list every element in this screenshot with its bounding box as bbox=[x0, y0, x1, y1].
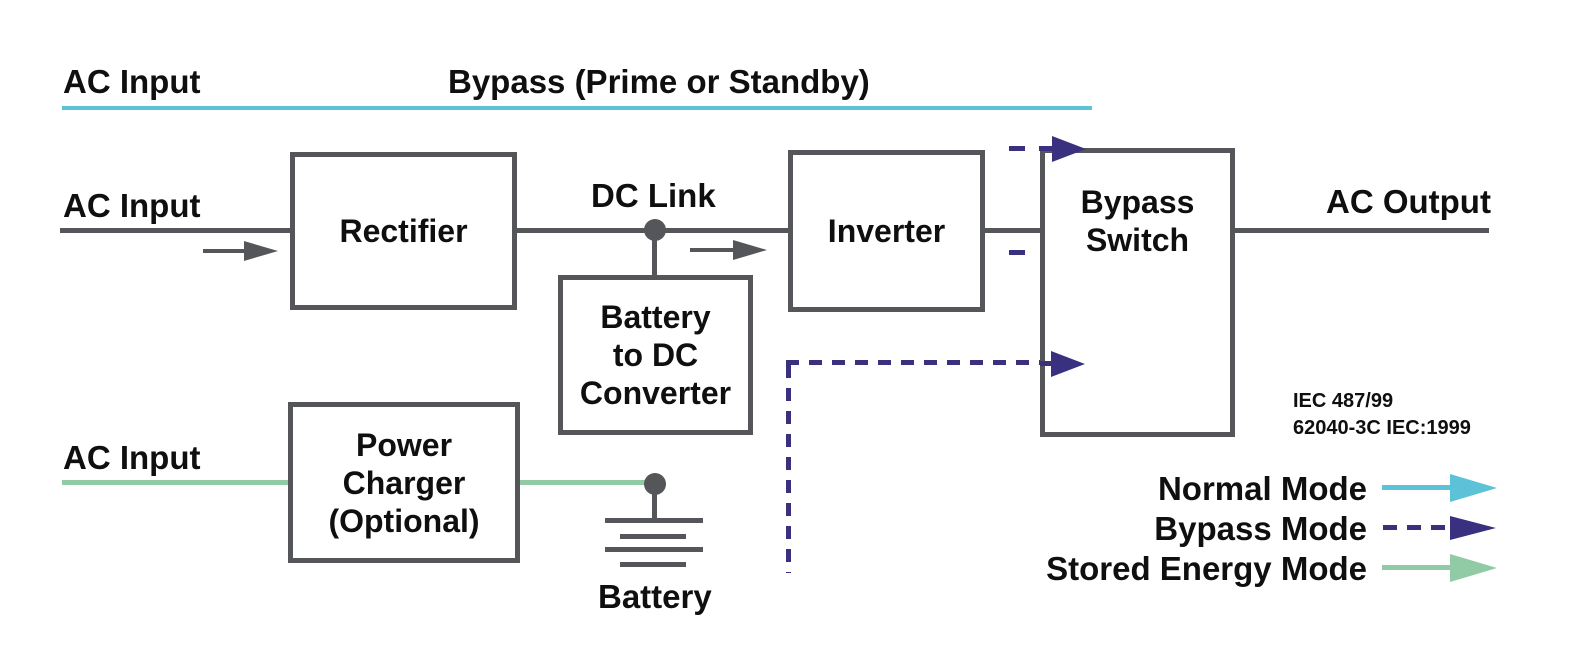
bypass-arrow-lower-icon bbox=[1051, 351, 1085, 377]
bypass-dash-top bbox=[1009, 146, 1025, 151]
ac-input-top-label: AC Input bbox=[63, 63, 201, 100]
bypass-switch-block: Bypass Switch bbox=[1040, 148, 1235, 437]
bypass-switch-label-line2: Switch bbox=[1085, 222, 1190, 258]
flow-arrow2-icon bbox=[733, 240, 767, 260]
standards-line2: 62040-3C IEC:1999 bbox=[1293, 417, 1471, 439]
dc-link-drop-wire bbox=[652, 230, 657, 277]
legend-label-bypass-mode: Bypass Mode bbox=[1154, 510, 1367, 547]
power-charger-label-line3: (Optional) bbox=[328, 502, 480, 539]
battery-converter-label-line1: Battery bbox=[600, 299, 711, 335]
bypass-arrow-lower-stub bbox=[1040, 361, 1052, 366]
legend-line-normal bbox=[1382, 485, 1452, 490]
flow-arrow2-shaft bbox=[690, 248, 734, 252]
battery-converter-label-line2: to DC bbox=[612, 337, 699, 373]
battery-symbol-line-3 bbox=[605, 547, 703, 552]
power-charger-label-line2: Charger bbox=[342, 464, 466, 501]
legend-dash-bypass-2 bbox=[1407, 525, 1421, 530]
ac-input-main-label: AC Input bbox=[63, 187, 201, 224]
legend-dash-bypass-1 bbox=[1383, 525, 1397, 530]
legend-arrow-stored-icon bbox=[1450, 554, 1497, 582]
inverter-block: Inverter bbox=[788, 150, 985, 312]
inverter-label: Inverter bbox=[827, 213, 946, 249]
ac-input-charger-label: AC Input bbox=[63, 439, 201, 476]
battery-junction-dot bbox=[644, 473, 666, 495]
rectifier-label: Rectifier bbox=[339, 213, 468, 249]
flow-arrow-icon bbox=[244, 241, 278, 261]
battery-label: Battery bbox=[598, 578, 712, 615]
ac-output-wire bbox=[1233, 228, 1489, 233]
battery-drop-wire bbox=[652, 486, 657, 520]
dc-link-label: DC Link bbox=[591, 177, 716, 214]
battery-converter-block: Battery to DC Converter bbox=[558, 275, 753, 435]
bypass-arrow-top-icon bbox=[1052, 136, 1086, 162]
ac-input-wire bbox=[60, 228, 292, 233]
standards-line1: IEC 487/99 bbox=[1293, 390, 1394, 412]
legend-arrow-bypass-icon bbox=[1450, 516, 1496, 540]
charger-input-wire bbox=[62, 480, 288, 485]
battery-converter-label-line3: Converter bbox=[579, 375, 732, 411]
legend-label-normal-mode: Normal Mode bbox=[1157, 470, 1367, 507]
ac-output-label: AC Output bbox=[1326, 183, 1491, 220]
legend-dash-bypass-3 bbox=[1431, 525, 1445, 530]
bypass-top-wire bbox=[62, 106, 1092, 110]
battery-symbol-line-1 bbox=[605, 518, 703, 523]
legend-label-stored-energy-mode: Stored Energy Mode bbox=[1046, 550, 1367, 587]
bypass-switch-label-line1: Bypass bbox=[1080, 184, 1195, 220]
bypass-dash-mid bbox=[1009, 250, 1025, 255]
power-charger-block: Power Charger (Optional) bbox=[288, 402, 520, 563]
standards-text: IEC 487/99 62040-3C IEC:1999 bbox=[1293, 388, 1471, 442]
bypass-dashed-wire-vertical bbox=[786, 365, 791, 573]
legend-arrow-normal-icon bbox=[1450, 474, 1497, 502]
dc-link-junction-dot bbox=[644, 219, 666, 241]
inverter-output-wire bbox=[983, 228, 1042, 233]
bypass-dashed-wire-horizontal bbox=[786, 360, 1040, 365]
flow-arrow-shaft bbox=[203, 249, 245, 253]
battery-symbol-line-4 bbox=[620, 562, 686, 567]
power-charger-label-line1: Power bbox=[355, 426, 453, 463]
bypass-path-label: Bypass (Prime or Standby) bbox=[448, 63, 870, 100]
bypass-arrow-top-stub bbox=[1039, 146, 1053, 151]
battery-symbol-line-2 bbox=[620, 534, 686, 539]
legend-line-stored bbox=[1382, 565, 1452, 570]
rectifier-block: Rectifier bbox=[290, 152, 517, 310]
charger-output-wire bbox=[520, 480, 652, 485]
